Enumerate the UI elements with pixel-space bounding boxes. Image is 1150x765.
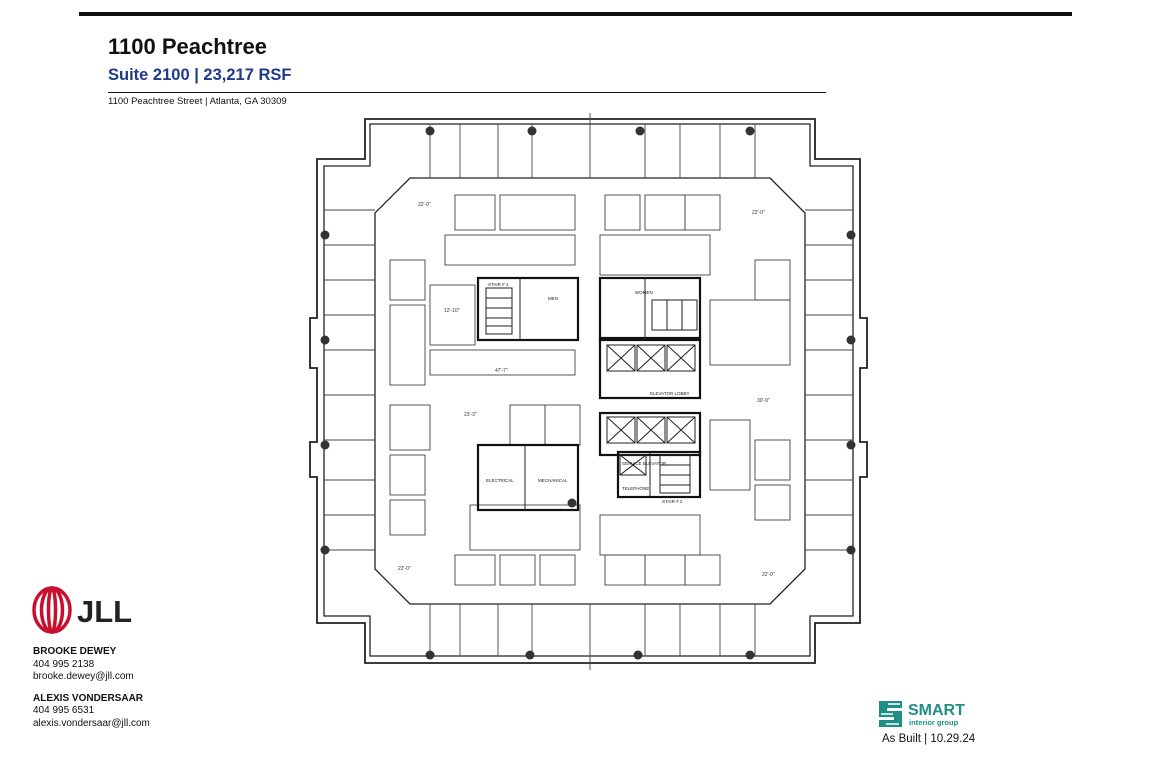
smart-wordmark: SMART <box>908 702 965 719</box>
dim-sw: 22'-0" <box>398 566 411 572</box>
dim-west-lower: 23'-3" <box>464 412 477 418</box>
smart-tagline: interior group <box>909 718 959 727</box>
contact-name: BROOKE DEWEY <box>33 646 117 657</box>
label-elevator-lobby: ELEVATOR LOBBY <box>650 391 690 396</box>
top-rule <box>79 12 1072 16</box>
page-title: 1100 Peachtree <box>108 34 268 59</box>
dim-ne: 22'-0" <box>752 210 765 216</box>
jll-wordmark: JLL <box>77 594 132 629</box>
label-mens-room: MEN <box>548 296 558 301</box>
smart-logo: SMART interior group <box>879 701 965 727</box>
dim-west-open: 47'-7" <box>495 368 508 374</box>
label-womens-room: WOMEN <box>635 290 653 295</box>
label-mechanical: MECHANICAL <box>538 478 568 483</box>
contact-email: brooke.dewey@jll.com <box>33 671 134 682</box>
dim-west-room: 12'-10" <box>444 308 460 314</box>
contact-name: ALEXIS VONDERSAAR <box>33 692 144 704</box>
dim-east-open: 30'-9" <box>757 398 770 404</box>
dim-se: 22'-0" <box>762 572 775 578</box>
as-built-date: As Built | 10.29.24 <box>882 733 976 745</box>
label-stair-1: STAIR # 1 <box>488 282 509 287</box>
contact-card: ALEXIS VONDERSAAR 404 995 6531 alexis.vo… <box>33 693 150 731</box>
dim-nw: 22'-0" <box>418 202 431 208</box>
contact-email: alexis.vondersaar@jll.com <box>33 717 150 729</box>
address: 1100 Peachtree Street | Atlanta, GA 3030… <box>108 96 287 107</box>
floor-plan: ELEVATOR LOBBY ELECTRICAL MECHANICAL SER… <box>309 113 868 670</box>
jll-logo: JLL <box>32 586 132 634</box>
contacts: BROOKE DEWEY 404 995 2138 brooke.dewey@j… <box>33 646 150 730</box>
contact-phone: 404 995 2138 <box>33 658 95 670</box>
header-divider <box>108 92 826 93</box>
contact-card: BROOKE DEWEY 404 995 2138 brooke.dewey@j… <box>33 646 150 684</box>
label-electrical: ELECTRICAL <box>486 478 514 483</box>
contact-phone: 404 995 6531 <box>33 705 95 716</box>
label-stair-2: STAIR # 2 <box>662 499 683 504</box>
label-telephone: TELEPHONE <box>622 486 649 491</box>
suite-subtitle: Suite 2100 | 23,217 RSF <box>108 66 292 84</box>
label-service-elevator: SERVICE ELEVATOR <box>622 461 667 466</box>
